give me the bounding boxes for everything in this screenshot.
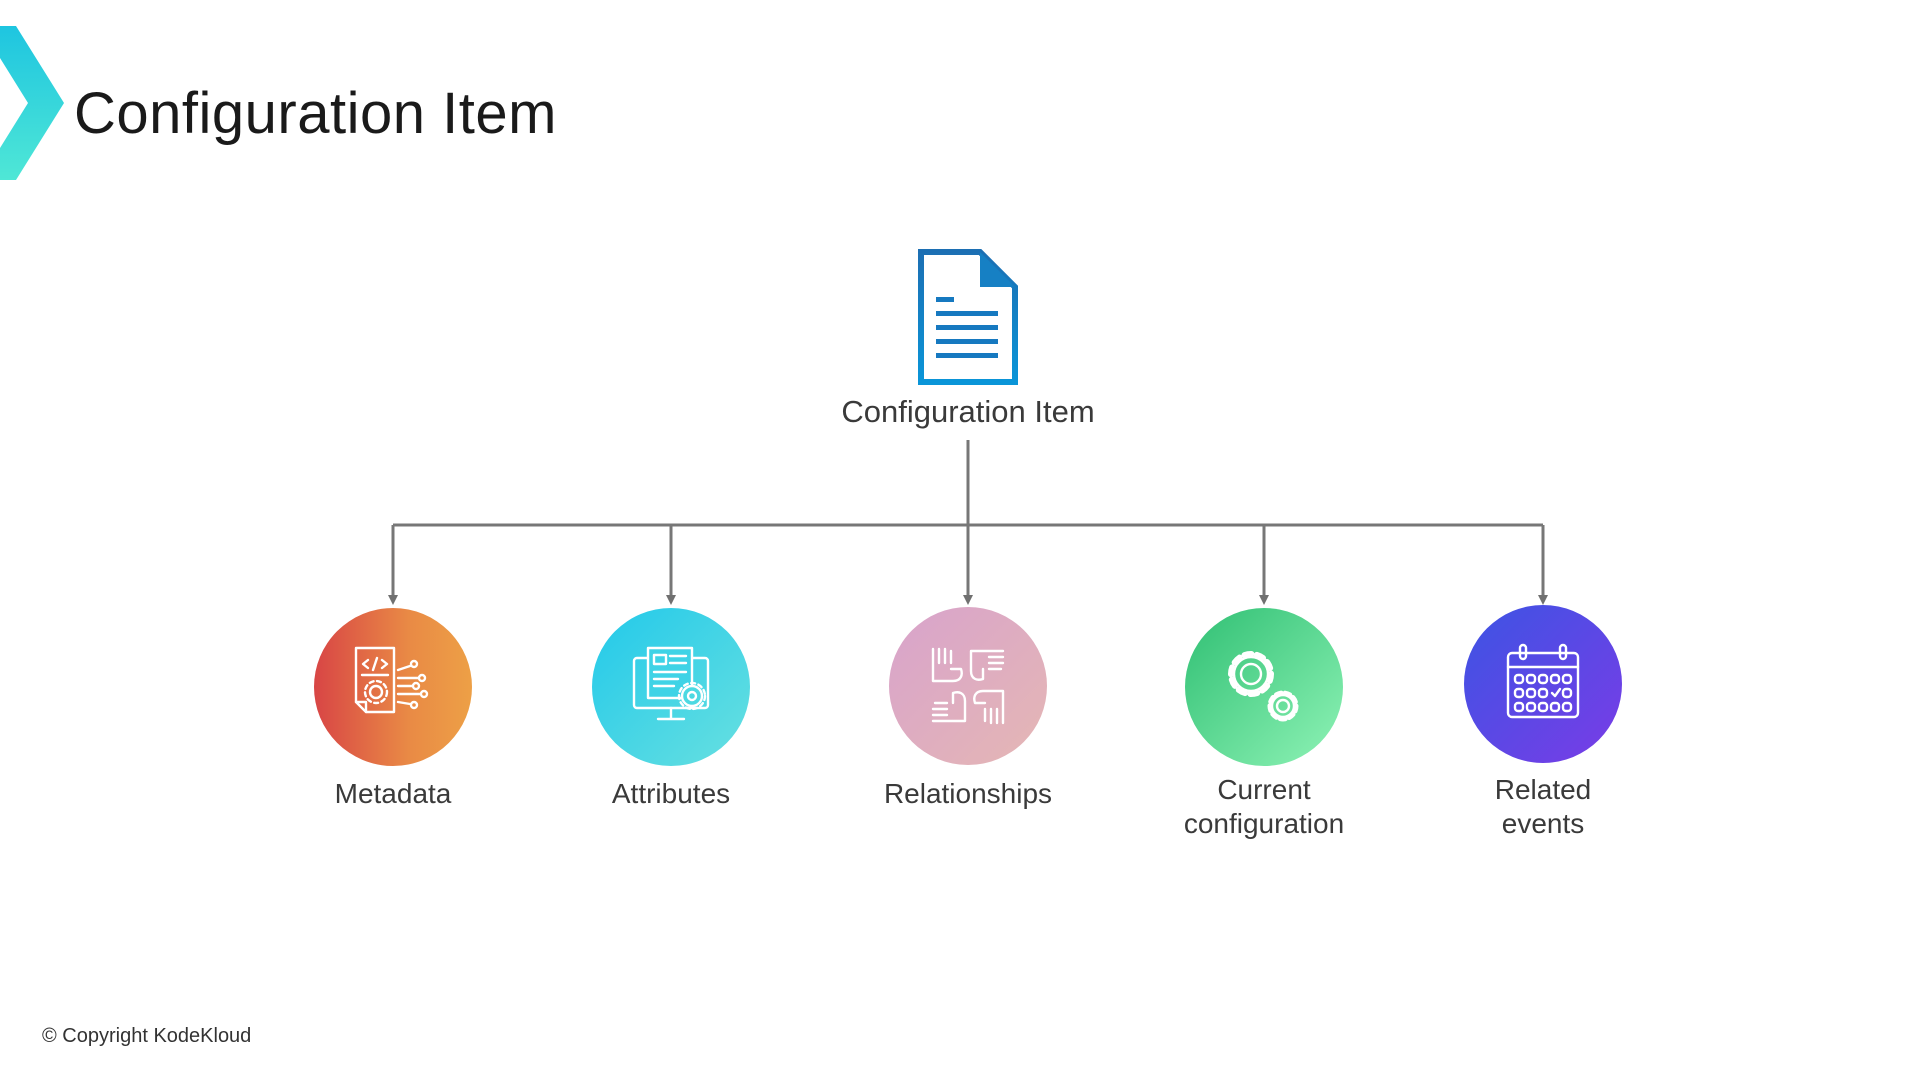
code-settings-document-icon xyxy=(354,646,429,714)
current-configuration-label-line-2: configuration xyxy=(1183,808,1345,839)
related-events-node xyxy=(1464,605,1622,763)
metadata-node xyxy=(314,608,472,766)
page-title: Configuration Item xyxy=(74,81,557,146)
relationships-label-line: Relationships xyxy=(883,778,1053,809)
related-events-label-line-1: Related xyxy=(1494,774,1592,805)
metadata-label: Metadata xyxy=(263,777,523,811)
current-configuration-label-line-1: Current xyxy=(1217,774,1311,805)
attributes-label-line: Attributes xyxy=(611,778,731,809)
gears-icon xyxy=(1228,651,1299,722)
monitor-settings-icon xyxy=(632,646,710,721)
joined-hands-icon xyxy=(931,647,1005,725)
calendar-icon xyxy=(1506,643,1580,719)
relationships-label: Relationships xyxy=(838,777,1098,811)
related-events-label-line-2: events xyxy=(1501,808,1585,839)
attributes-label: Attributes xyxy=(541,777,801,811)
brand-chevron-icon xyxy=(0,26,64,180)
current-configuration-node xyxy=(1185,608,1343,766)
document-icon xyxy=(918,249,1018,385)
metadata-label-line: Metadata xyxy=(334,778,452,809)
attributes-node xyxy=(592,608,750,766)
related-events-label: Related events xyxy=(1413,773,1673,841)
copyright-text: © Copyright KodeKloud xyxy=(42,1025,252,1047)
root-label: Configuration Item xyxy=(841,394,1095,429)
relationships-node xyxy=(889,607,1047,765)
current-configuration-label: Current configuration xyxy=(1134,773,1394,841)
